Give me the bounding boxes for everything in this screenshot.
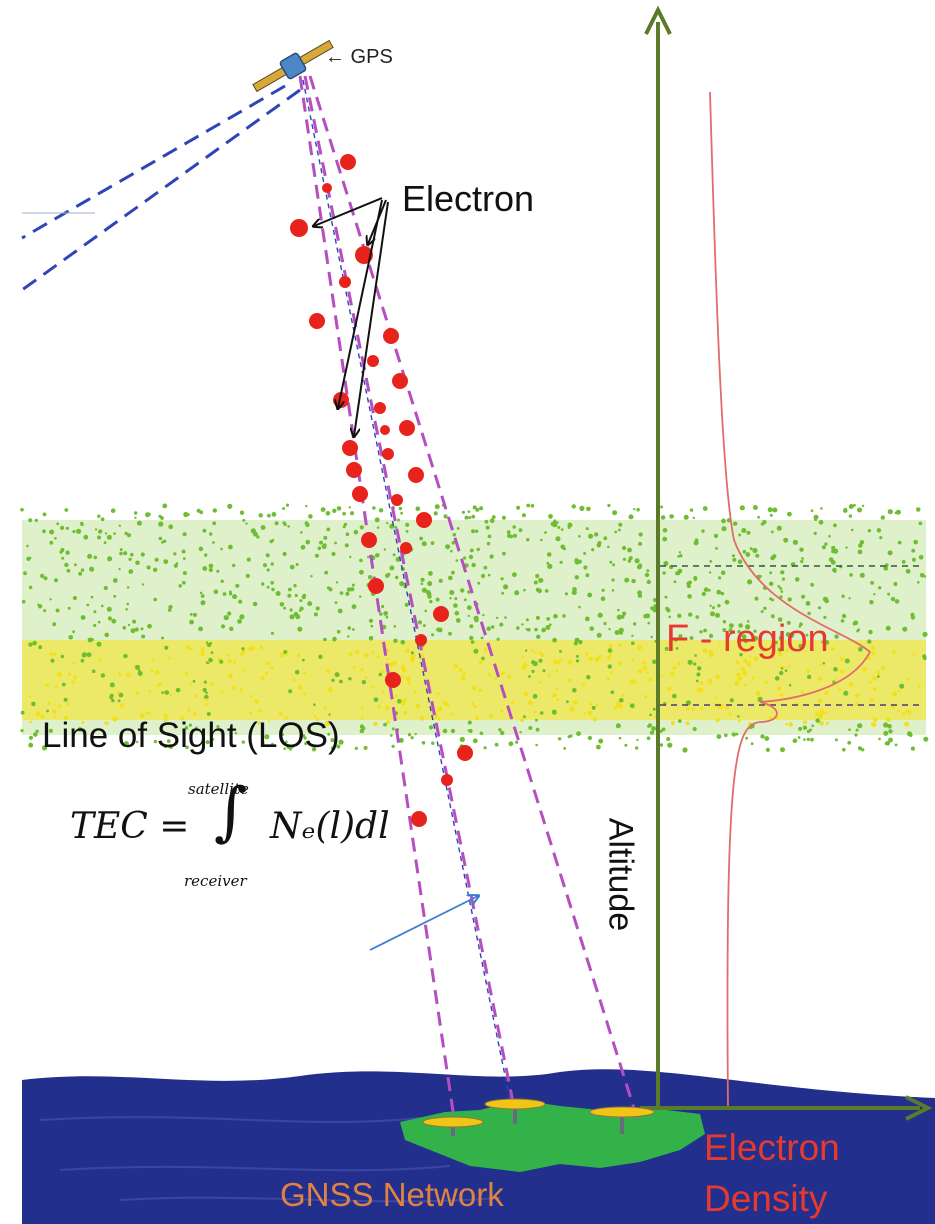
- formula-integrand: Nₑ(l)dl: [270, 806, 390, 847]
- electron-dot: [400, 542, 412, 554]
- f-region-label: F - region: [666, 618, 829, 660]
- electron-dot: [309, 313, 325, 329]
- electron-dot: [380, 425, 390, 435]
- receiver-antenna-icon: [484, 1098, 546, 1124]
- electron-dot: [441, 774, 453, 786]
- electron-dot: [433, 606, 449, 622]
- electron-dot: [340, 154, 356, 170]
- formula-lower-limit: receiver: [184, 872, 247, 890]
- electron-dot: [416, 512, 432, 528]
- integral-sign: ∫: [214, 775, 248, 849]
- electron-dot: [361, 532, 377, 548]
- electron-dot: [368, 578, 384, 594]
- electron-density-label-line1: Electron: [704, 1127, 840, 1168]
- electron-dot: [399, 420, 415, 436]
- electron-dot: [392, 373, 408, 389]
- electron-dot: [382, 448, 394, 460]
- gnss-network-label: GNSS Network: [280, 1176, 504, 1213]
- electron-dot: [346, 462, 362, 478]
- electron-label: Electron: [402, 178, 535, 219]
- receiver-antenna-icon: [422, 1116, 484, 1136]
- electron-dot: [383, 328, 399, 344]
- los-pointer-arrow: [369, 896, 478, 951]
- electron-dot: [352, 486, 368, 502]
- electron-dot: [391, 494, 403, 506]
- land-patch: [400, 1100, 705, 1172]
- tec-formula: TEC = satellite ∫ receiver Nₑ(l)dl: [70, 780, 400, 890]
- electron-dot: [408, 467, 424, 483]
- ionosphere-layer: [20, 503, 929, 753]
- electron-dot: [457, 745, 473, 761]
- electron-dot: [322, 183, 332, 193]
- electron-dot: [339, 276, 351, 288]
- electron-density-axis: [640, 1095, 933, 1121]
- electron-density-label-line2: Density: [704, 1178, 828, 1219]
- receiver-antenna-icon: [589, 1106, 655, 1134]
- electron-dot: [290, 219, 308, 237]
- altitude-axis-label: Altitude: [601, 817, 640, 932]
- electron-dot: [367, 355, 379, 367]
- electron-dot: [411, 811, 427, 827]
- formula-lhs: TEC =: [70, 806, 190, 847]
- electron-dot: [415, 634, 427, 646]
- electron-pointer-arrows: [314, 197, 389, 436]
- satellite-icon: [252, 39, 334, 93]
- satellite-signal-lines: [21, 84, 301, 292]
- gps-label: ← GPS: [325, 46, 393, 68]
- electron-dot: [385, 672, 401, 688]
- density-profile-curve: [709, 91, 872, 1111]
- electron-dot: [374, 402, 386, 414]
- electron-dot: [342, 440, 358, 456]
- electron-cluster: [290, 154, 473, 827]
- line-of-sight-label: Line of Sight (LOS): [42, 716, 340, 755]
- formula-upper-limit: satellite: [188, 780, 249, 798]
- altitude-axis: [644, 5, 672, 1108]
